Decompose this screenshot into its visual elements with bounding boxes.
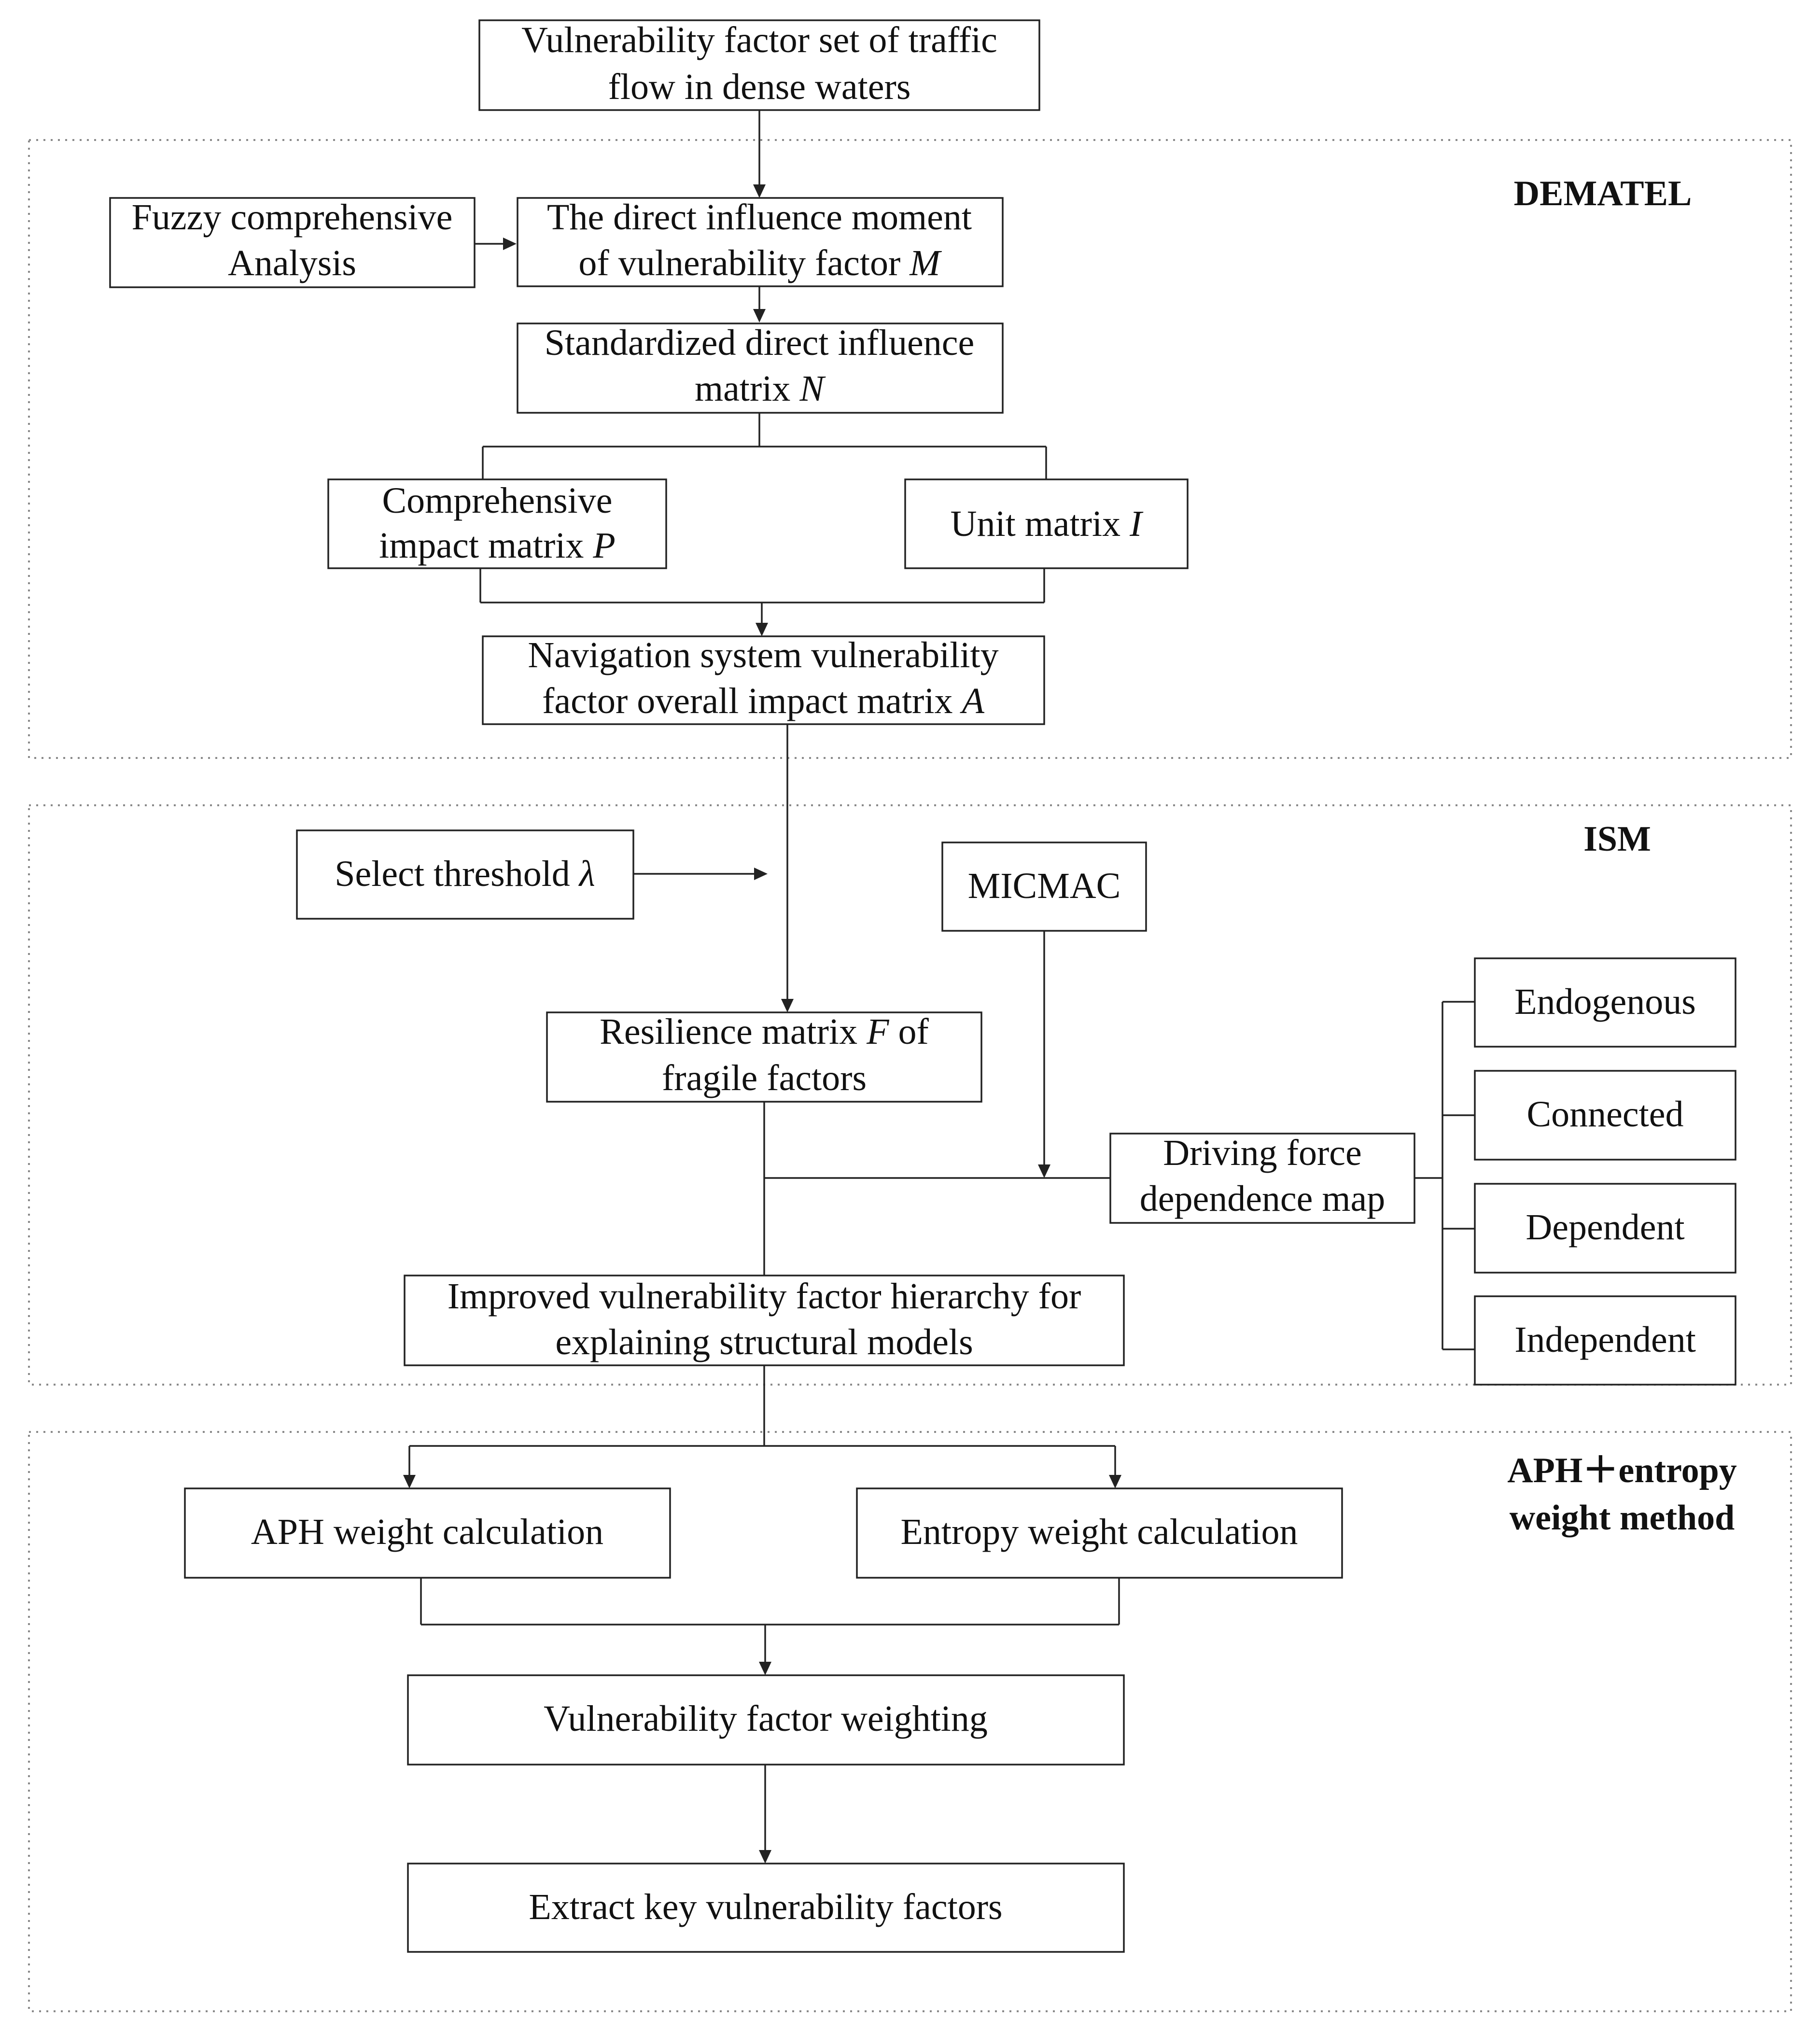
- node-connected-label: Connected: [1526, 1094, 1683, 1135]
- node-fuzzy-line2: Analysis: [228, 243, 356, 283]
- node-standardized-line2: matrix N: [695, 368, 826, 409]
- node-overall-line2: factor overall impact matrix A: [542, 681, 984, 721]
- node-endogenous: Endogenous: [1474, 957, 1736, 1048]
- node-unit-line1: Unit matrix I: [951, 504, 1144, 544]
- node-endogenous-label: Endogenous: [1514, 981, 1696, 1022]
- node-comprehensive-matrix: Comprehensive impact matrix P: [327, 478, 667, 569]
- node-fuzzy-analysis: Fuzzy comprehensive Analysis: [109, 197, 476, 288]
- aph-entropy-zone-label-line2: weight method: [1510, 1498, 1735, 1538]
- node-standardized-line1: Standardized direct influence: [545, 322, 974, 363]
- node-factor-set-line2: flow in dense waters: [608, 67, 911, 107]
- node-fuzzy-line1: Fuzzy comprehensive: [132, 197, 453, 238]
- node-resilience-line2: fragile factors: [662, 1058, 867, 1098]
- dematel-zone: [28, 139, 1792, 759]
- node-improved-line1: Improved vulnerability factor hierarchy …: [448, 1276, 1081, 1317]
- node-driving-line2: dependence map: [1140, 1178, 1386, 1219]
- node-direct-line2: of vulnerability factor M: [578, 243, 942, 283]
- node-entropy-weight-label: Entropy weight calculation: [900, 1512, 1298, 1552]
- node-select-threshold: Select threshold λ: [296, 829, 634, 920]
- node-dependent: Dependent: [1474, 1183, 1736, 1274]
- node-entropy-weight: Entropy weight calculation: [856, 1487, 1343, 1579]
- node-connected: Connected: [1474, 1070, 1736, 1161]
- ism-zone-label: ISM: [1583, 819, 1651, 859]
- node-micmac-label: MICMAC: [968, 866, 1121, 906]
- ism-zone: [28, 804, 1792, 1386]
- node-independent-label: Independent: [1514, 1319, 1696, 1360]
- node-unit-matrix: Unit matrix I: [904, 478, 1189, 569]
- node-improved-line2: explaining structural models: [555, 1322, 973, 1362]
- node-overall-line1: Navigation system vulnerability: [528, 635, 998, 675]
- node-threshold-line1: Select threshold λ: [335, 854, 595, 894]
- node-factor-weighting: Vulnerability factor weighting: [407, 1674, 1125, 1766]
- node-resilience-line1: Resilience matrix F of: [600, 1011, 929, 1052]
- node-standardized-matrix: Standardized direct influence matrix N: [517, 322, 1004, 414]
- node-weighting-label: Vulnerability factor weighting: [544, 1698, 988, 1739]
- aph-entropy-zone-label-line1: APH＋entropy: [1507, 1451, 1737, 1490]
- node-driving-force-map: Driving force dependence map: [1109, 1133, 1415, 1224]
- node-overall-impact-matrix: Navigation system vulnerability factor o…: [482, 635, 1045, 725]
- node-factor-set-line1: Vulnerability factor set of traffic: [521, 20, 997, 60]
- aph-entropy-zone: [28, 1431, 1792, 2012]
- node-dependent-label: Dependent: [1526, 1207, 1684, 1248]
- node-micmac: MICMAC: [941, 841, 1147, 932]
- node-aph-weight-label: APH weight calculation: [251, 1512, 603, 1552]
- node-aph-weight: APH weight calculation: [184, 1487, 671, 1579]
- node-extract-label: Extract key vulnerability factors: [529, 1887, 1002, 1927]
- connectors: [403, 110, 1475, 1864]
- node-direct-influence: The direct influence moment of vulnerabi…: [517, 197, 1004, 287]
- node-factor-set: Vulnerability factor set of traffic flow…: [478, 19, 1040, 111]
- node-driving-line1: Driving force: [1163, 1133, 1362, 1173]
- node-independent: Independent: [1474, 1295, 1736, 1386]
- node-extract-key-factors: Extract key vulnerability factors: [407, 1863, 1125, 1953]
- node-comprehensive-line1: Comprehensive: [382, 480, 612, 521]
- node-direct-line1: The direct influence moment: [547, 197, 972, 238]
- node-comprehensive-line2: impact matrix P: [379, 525, 616, 566]
- dematel-zone-label: DEMATEL: [1514, 174, 1692, 213]
- node-resilience-matrix: Resilience matrix F of fragile factors: [546, 1011, 982, 1103]
- node-improved-hierarchy: Improved vulnerability factor hierarchy …: [404, 1275, 1125, 1366]
